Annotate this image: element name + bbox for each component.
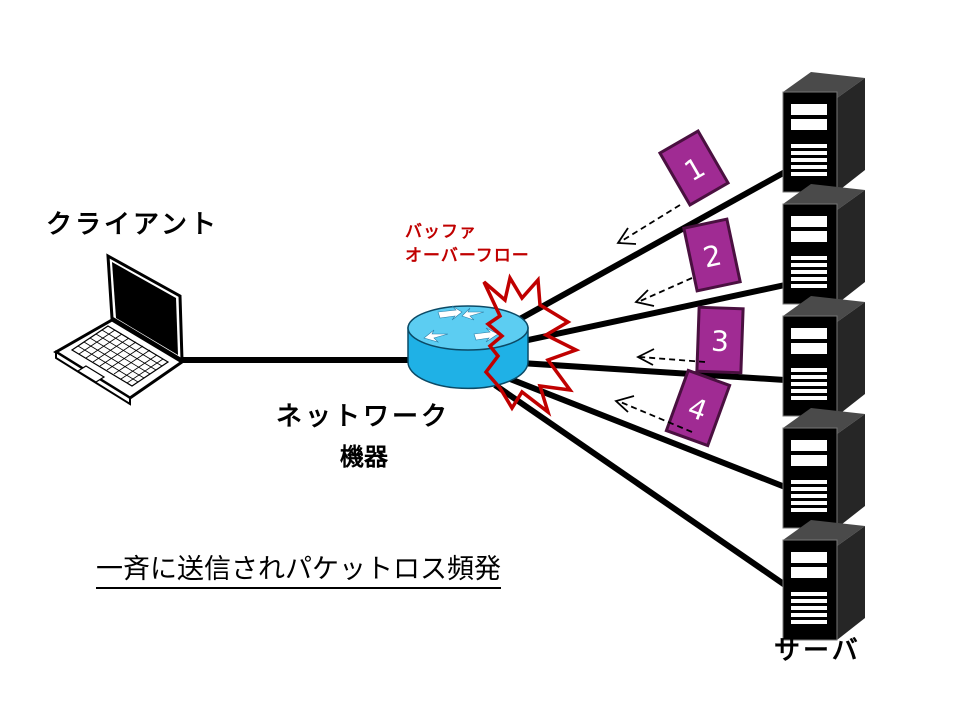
server-link-5: [493, 382, 787, 588]
server-icon: [782, 407, 866, 529]
dashed-arrow-icon: [614, 395, 693, 433]
overflow-label-line2: オーバーフロー: [405, 246, 530, 266]
packet-number: 3: [710, 325, 729, 359]
explosion-burst-icon: [482, 273, 581, 417]
dashed-arrow-icon: [636, 348, 706, 366]
packet-1: 1: [657, 128, 731, 208]
server-link-3: [504, 359, 786, 383]
dashed-arrow-icon: [616, 204, 681, 245]
flow-arrows: [614, 204, 706, 433]
server-label: サーバ: [774, 636, 861, 666]
laptop-icon: [53, 253, 185, 406]
packet-4: 4: [664, 368, 732, 448]
router-icon: [407, 305, 529, 390]
buffer-overflow-label: バッファ オーバーフロー: [405, 220, 530, 268]
server-link-2: [504, 282, 786, 348]
packet-2: 2: [682, 217, 742, 293]
network-device-label: ネットワーク: [276, 402, 451, 432]
server-icon: [782, 519, 866, 641]
client-label: クライアント: [46, 210, 219, 240]
caption: 一斉に送信されパケットロス頻発: [96, 553, 501, 589]
server-link-4: [498, 372, 787, 490]
server-links: [493, 169, 787, 588]
server-icon: [782, 295, 866, 417]
server-icon: [782, 183, 866, 305]
server-link-1: [498, 169, 787, 333]
network-device-sublabel: 機器: [340, 443, 388, 471]
dashed-arrow-icon: [634, 277, 693, 307]
server-icon: [782, 71, 866, 193]
overflow-label-line1: バッファ: [405, 222, 477, 242]
packet-3: 3: [695, 305, 745, 375]
